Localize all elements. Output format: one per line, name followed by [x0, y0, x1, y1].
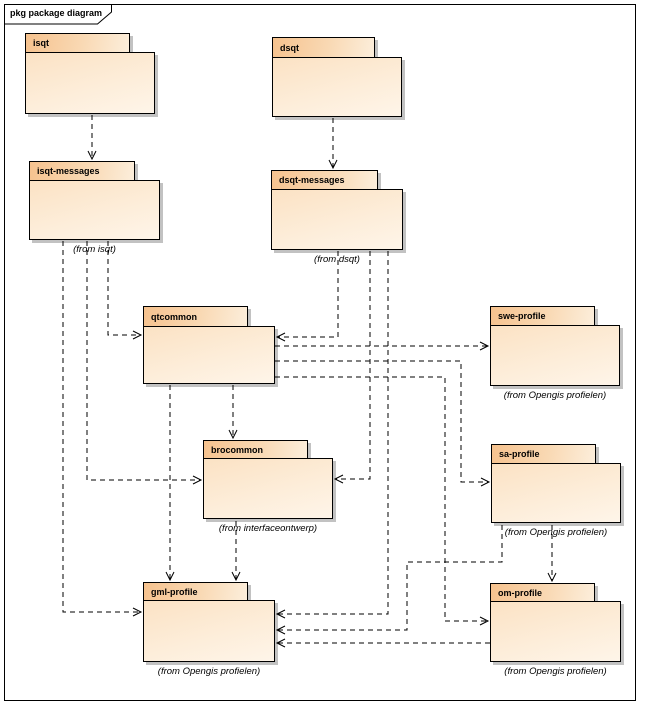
package-body [143, 600, 275, 662]
package-tab: gml-profile [143, 582, 248, 601]
package-annotation: (from Opengis profielen) [157, 666, 261, 677]
package-annotation: (from interfaceontwerp) [218, 523, 318, 534]
package-tab: qtcommon [143, 306, 248, 327]
package-name: isqt [33, 38, 50, 48]
package-tab: dsqt [272, 37, 375, 58]
package-qtcommon: qtcommon [143, 306, 275, 384]
package-tab: isqt-messages [29, 161, 135, 181]
package-annotation: (from isqt) [73, 244, 116, 255]
package-body [490, 601, 621, 662]
package-annotation: (from Opengis profielen) [503, 390, 607, 401]
frame-label-pentagon-icon [4, 4, 112, 25]
package-body [271, 189, 403, 250]
package-tab: dsqt-messages [271, 170, 378, 190]
package-sa-profile: sa-profile [491, 444, 621, 523]
package-brocommon: brocommon [203, 440, 333, 519]
package-name: dsqt-messages [279, 175, 345, 185]
package-dsqt: dsqt [272, 37, 402, 117]
package-body [25, 52, 155, 114]
frame-label-text: pkg package diagram [10, 8, 103, 18]
package-swe-profile: swe-profile [490, 306, 620, 386]
package-name: dsqt [280, 42, 299, 53]
package-isqt-messages: isqt-messages [29, 161, 160, 240]
package-annotation: (from Opengis profielen) [504, 527, 608, 538]
package-body [491, 463, 621, 523]
package-name: gml-profile [151, 586, 198, 597]
package-gml-profile: gml-profile [143, 582, 275, 662]
package-body [490, 325, 620, 386]
package-tab: om-profile [490, 583, 595, 602]
package-isqt: isqt [25, 33, 155, 114]
package-name: brocommon [211, 444, 264, 455]
package-annotation: (from dsqt) [314, 254, 360, 265]
package-name: qtcommon [151, 311, 197, 322]
package-body [29, 180, 160, 240]
diagram-frame [4, 4, 636, 701]
package-body [203, 458, 333, 519]
package-name: om-profile [498, 587, 542, 598]
frame-label: pkg package diagram [4, 4, 116, 26]
package-name: swe-profile [498, 311, 546, 321]
package-tab: sa-profile [491, 444, 596, 464]
package-body [143, 326, 275, 384]
package-tab: brocommon [203, 440, 308, 459]
package-om-profile: om-profile [490, 583, 621, 662]
package-tab: swe-profile [490, 306, 595, 326]
package-dsqt-messages: dsqt-messages [271, 170, 403, 250]
package-annotation: (from Opengis profielen) [504, 666, 607, 677]
package-name: isqt-messages [37, 166, 100, 176]
package-tab: isqt [25, 33, 130, 53]
package-body [272, 57, 402, 117]
package-name: sa-profile [499, 449, 540, 459]
